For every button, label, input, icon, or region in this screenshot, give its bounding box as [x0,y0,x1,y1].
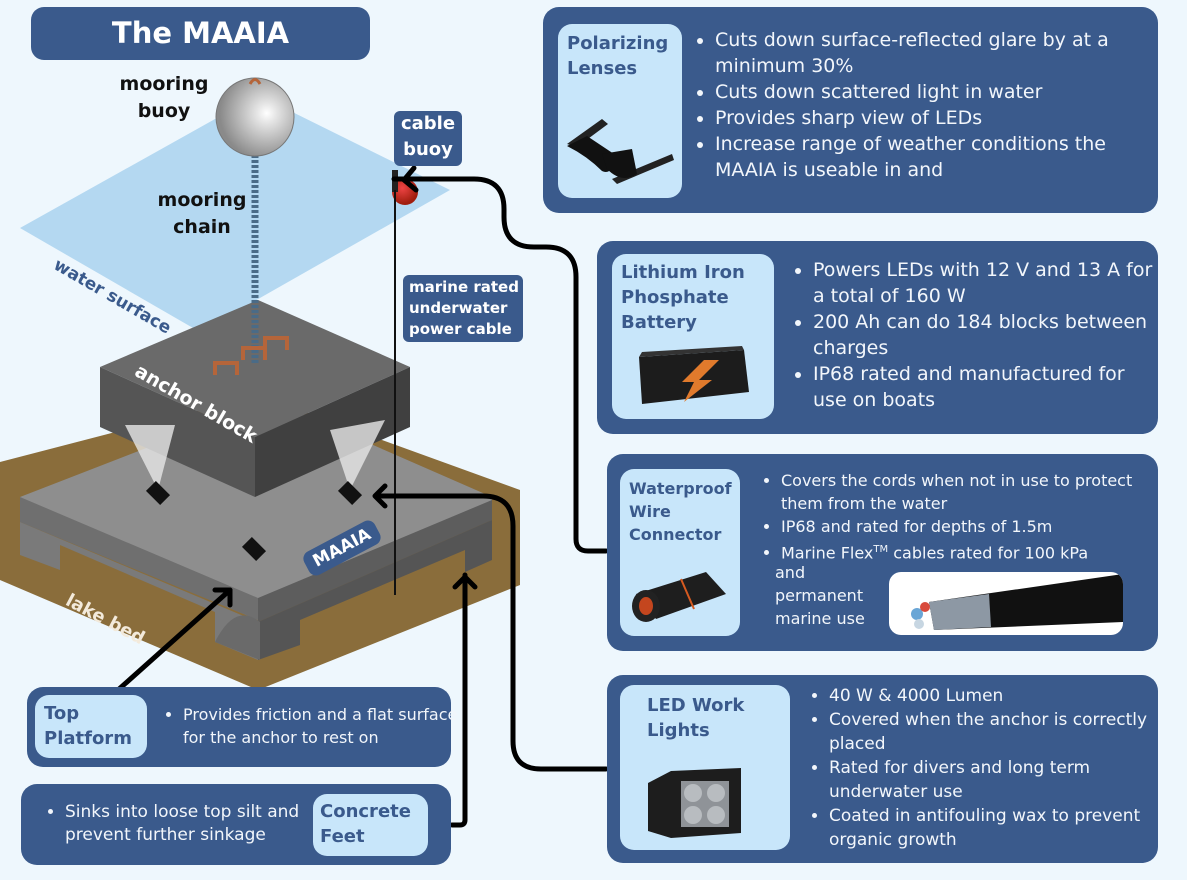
concrete-feet-title: Concrete Feet [320,801,411,847]
wire-connector-bullets: Covers the cords when not in use to prot… [759,469,1161,564]
concrete-feet-bullets: Sinks into loose top silt and prevent fu… [43,801,345,847]
wire-connector-icon [632,572,726,622]
arrow-to-feet [449,572,468,828]
sunglasses-icon [567,119,674,184]
battery-card: Lithium Iron Phosphate Battery [612,254,774,419]
top-platform-card: Top Platform [35,695,147,758]
led-lights-bullets: 40 W & 4000 Lumen Covered when the ancho… [807,684,1159,852]
top-platform-panel: Top Platform Provides friction and a fla… [27,687,457,767]
cable-buoy-label: cable buoy [394,111,462,166]
arrow-to-led [375,493,609,772]
arrow-to-platform [115,587,233,693]
wire-connector-continuation: and permanent marine use [775,563,865,628]
battery-icon [639,346,749,404]
mooring-buoy-label: mooring buoy [119,73,209,122]
marine-cable-image [889,572,1123,635]
mooring-buoy [215,77,295,157]
wire-connector-card: Waterproof Wire Connector [620,469,740,636]
top-platform-title: Top Platform [44,703,132,749]
led-lights-panel: LED Work Lights 40 W & 4000 Lumen Covere… [607,675,1158,863]
led-lights-title: LED Work Lights [647,695,745,741]
power-cable-label: marine rated underwater power cable [403,275,523,342]
polarizing-lenses-bullets: Cuts down surface-reflected glare by at … [693,27,1155,183]
water-surface [20,95,450,332]
arrow-to-cable-buoy [391,176,609,554]
polarizing-lenses-title: Polarizing Lenses [567,33,669,79]
polarizing-lenses-card: Polarizing Lenses [558,24,682,198]
wire-connector-panel: Waterproof Wire Connector Covers the cor… [607,454,1158,651]
top-platform-bullets: Provides friction and a flat surface for… [161,703,473,749]
led-light-icon [648,768,741,838]
anchor-block-top [100,300,410,437]
concrete-feet-card: Concrete Feet [313,794,428,856]
mooring-chain-label: mooring chain [157,189,247,238]
wire-connector-title: Waterproof Wire Connector [629,479,732,544]
concrete-feet-panel: Sinks into loose top silt and prevent fu… [21,784,451,865]
page-title: The MAAIA [31,7,370,60]
led-lights-card: LED Work Lights [620,685,790,850]
battery-panel: Lithium Iron Phosphate Battery Powers LE… [597,241,1158,434]
marine-cable-icon [911,574,1123,630]
polarizing-lenses-panel: Polarizing Lenses Cuts down surface-refl… [543,7,1158,213]
battery-title: Lithium Iron Phosphate Battery [621,262,745,333]
battery-bullets: Powers LEDs with 12 V and 13 A for a tot… [791,257,1163,413]
